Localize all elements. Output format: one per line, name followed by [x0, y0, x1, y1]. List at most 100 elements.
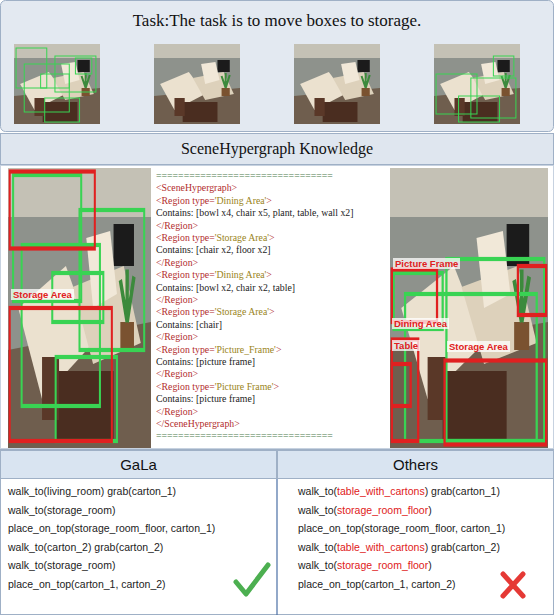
- action-line: place_on_top(carton_1, carton_2): [298, 578, 456, 591]
- label-text: 'Storage Area': [215, 232, 269, 243]
- label-text: 'Picture_Frame': [215, 344, 276, 355]
- hypergraph-line: </Region>: [156, 368, 198, 380]
- header-text: Others: [393, 456, 438, 473]
- hypergraph-line: </SceneHypergraph>: [156, 418, 240, 430]
- label-text: table_with_cartons: [337, 541, 425, 553]
- label-text: place_on_top(carton_1, carton_2): [8, 578, 166, 590]
- header-text: GaLa: [120, 456, 157, 473]
- region-label: Storage Area: [447, 341, 510, 352]
- knowledge-panel: [1, 166, 554, 449]
- scene-frame: [294, 44, 380, 124]
- label-text: <SceneHypergraph>: [156, 182, 237, 193]
- hypergraph-line: <Region type='Storage Area'>: [156, 232, 275, 244]
- label-text: walk_to(storage_room): [8, 504, 115, 516]
- label-text: walk_to(: [298, 559, 337, 571]
- region-label: Storage Area: [11, 289, 74, 300]
- label-text: >: [266, 269, 272, 280]
- label-text: Dining Area: [394, 318, 447, 329]
- hypergraph-line: </Region>: [156, 257, 198, 269]
- section-band: SceneHypergraph Knowledge: [0, 133, 554, 165]
- label-text: <Region type=: [156, 195, 215, 206]
- label-text: <Region type=: [156, 381, 215, 392]
- label-text: Storage Area: [13, 289, 72, 300]
- label-text: Contains: [chair x2, floor x2]: [156, 244, 271, 255]
- label-text: ================================: [156, 430, 333, 441]
- label-text: </SceneHypergraph>: [156, 418, 240, 429]
- action-line: walk_to(carton_2) grab(carton_2): [8, 541, 163, 554]
- scene-image: [390, 168, 548, 448]
- label-text: storage_room_floor: [337, 504, 428, 516]
- hypergraph-line: </Region>: [156, 220, 198, 232]
- hypergraph-line: <Region type='Dining Area'>: [156, 195, 272, 207]
- label-text: Contains: [chair]: [156, 319, 222, 330]
- label-text: walk_to(living_room) grab(carton_1): [8, 485, 176, 497]
- detection-boxes: [436, 56, 516, 122]
- label-text: >: [273, 381, 279, 392]
- label-text: ): [428, 559, 432, 571]
- task-panel: [1, 1, 554, 132]
- label-text: place_on_top(storage_room_floor, carton_…: [8, 522, 215, 534]
- method-header: Others: [277, 450, 554, 479]
- action-line: walk_to(storage_room): [8, 504, 115, 517]
- label-text: <Region type=: [156, 344, 215, 355]
- action-line: walk_to(storage_room): [8, 559, 115, 572]
- action-line: place_on_top(carton_1, carton_2): [8, 578, 166, 591]
- hypergraph-line: <Region type='Picture_Frame'>: [156, 344, 281, 356]
- hypergraph-line: <Region type='Picture Frame'>: [156, 381, 279, 393]
- label-text: 'Dining Area': [215, 269, 267, 280]
- label-text: Table: [394, 340, 418, 351]
- label-text: walk_to(carton_2) grab(carton_2): [8, 541, 163, 553]
- label-text: walk_to(: [298, 485, 337, 497]
- action-line: walk_to(storage_room_floor): [298, 504, 432, 517]
- hypergraph-line: <Region type='Storage Area'>: [156, 306, 275, 318]
- hypergraph-line: Contains: [chair]: [156, 319, 222, 331]
- label-text: 'Storage Area': [215, 306, 269, 317]
- header-text: SceneHypergraph Knowledge: [181, 140, 373, 158]
- hypergraph-line: Contains: [chair x2, floor x2]: [156, 244, 271, 256]
- task-title: Task:The task is to move boxes to storag…: [0, 11, 554, 31]
- label-text: Picture Frame: [395, 258, 458, 269]
- label-text: >: [269, 306, 275, 317]
- check-mark: [236, 565, 268, 594]
- label-text: <Region type=: [156, 269, 215, 280]
- label-text: </Region>: [156, 220, 198, 231]
- region-label: Table: [392, 340, 420, 351]
- label-text: </Region>: [156, 294, 198, 305]
- label-text: ) grab(carton_2): [425, 541, 500, 553]
- label-text: </Region>: [156, 406, 198, 417]
- detection-boxes: [16, 48, 96, 122]
- label-text: walk_to(: [298, 504, 337, 516]
- label-text: </Region>: [156, 257, 198, 268]
- action-line: walk_to(table_with_cartons) grab(carton_…: [298, 541, 500, 554]
- label-text: place_on_top(storage_room_floor, carton_…: [298, 522, 505, 534]
- scene-frame: [154, 44, 240, 124]
- hypergraph-line: <SceneHypergraph>: [156, 182, 237, 194]
- region-label: Dining Area: [392, 318, 449, 329]
- action-line: walk_to(table_with_cartons) grab(carton_…: [298, 485, 500, 498]
- hypergraph-line: Contains: [bowl x2, chair x2, table]: [156, 282, 295, 294]
- hypergraph-line: </Region>: [156, 406, 198, 418]
- label-text: Storage Area: [449, 341, 508, 352]
- hypergraph-line: ================================: [156, 170, 333, 182]
- action-line: place_on_top(storage_room_floor, carton_…: [298, 522, 505, 535]
- scene-frame: [434, 44, 520, 124]
- label-text: Contains: [picture frame]: [156, 393, 255, 404]
- label-text: >: [269, 232, 275, 243]
- label-text: 'Picture Frame': [215, 381, 274, 392]
- action-line: walk_to(storage_room_floor): [298, 559, 432, 572]
- label-text: ) grab(carton_1): [425, 485, 500, 497]
- hypergraph-line: Contains: [bowl x4, chair x5, plant, tab…: [156, 207, 354, 219]
- label-text: <Region type=: [156, 232, 215, 243]
- label-text: ================================: [156, 170, 333, 181]
- label-text: Contains: [bowl x2, chair x2, table]: [156, 282, 295, 293]
- label-text: <Region type=: [156, 306, 215, 317]
- scene-frame: [14, 44, 100, 124]
- label-text: >: [276, 344, 282, 355]
- hypergraph-line: </Region>: [156, 331, 198, 343]
- label-text: walk_to(: [298, 541, 337, 553]
- method-header: GaLa: [0, 450, 277, 479]
- label-text: </Region>: [156, 331, 198, 342]
- hypergraph-line: Contains: [picture frame]: [156, 356, 255, 368]
- scene-image: [8, 168, 151, 448]
- action-line: place_on_top(storage_room_floor, carton_…: [8, 522, 215, 535]
